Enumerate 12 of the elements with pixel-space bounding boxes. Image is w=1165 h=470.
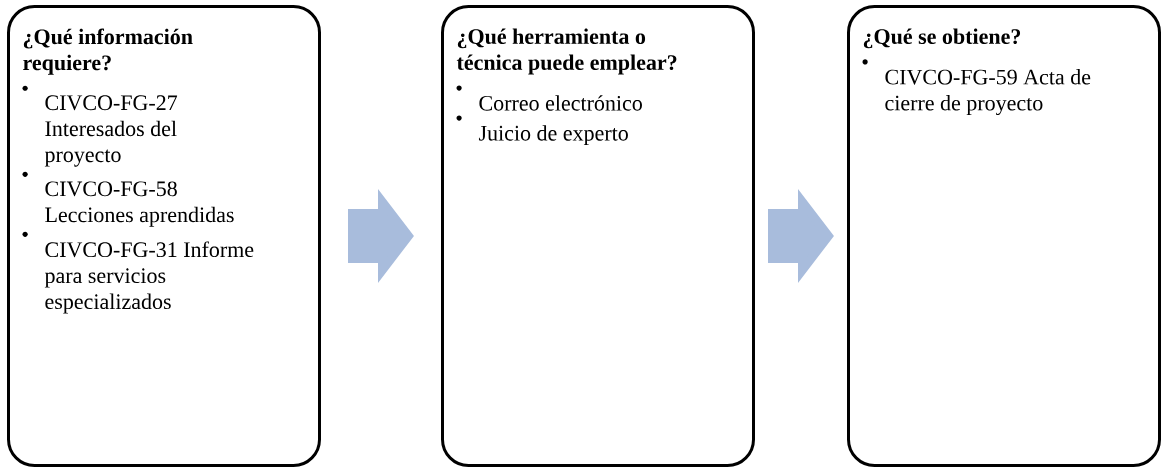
list-item: CIVCO-FG-27 Interesados del proyecto <box>22 85 178 167</box>
process-box <box>441 5 755 467</box>
process-box <box>847 5 1161 467</box>
list-item: Juicio de experto <box>456 115 628 146</box>
process-box <box>7 5 321 467</box>
list-item: CIVCO-FG-58 Lecciones aprendidas <box>22 171 234 227</box>
list-item: Correo electrónico <box>456 85 642 111</box>
heading: ¿Qué se obtiene? <box>863 28 1021 49</box>
list-item: CIVCO-FG-31 Informe para servicios especializados <box>22 231 254 314</box>
heading: ¿Qué herramienta o técnica puede emplear? <box>456 28 677 75</box>
list-item: CIVCO-FG-59 Acta de cierre de proyecto <box>862 59 1091 116</box>
heading: ¿Qué información requiere? <box>23 28 193 75</box>
